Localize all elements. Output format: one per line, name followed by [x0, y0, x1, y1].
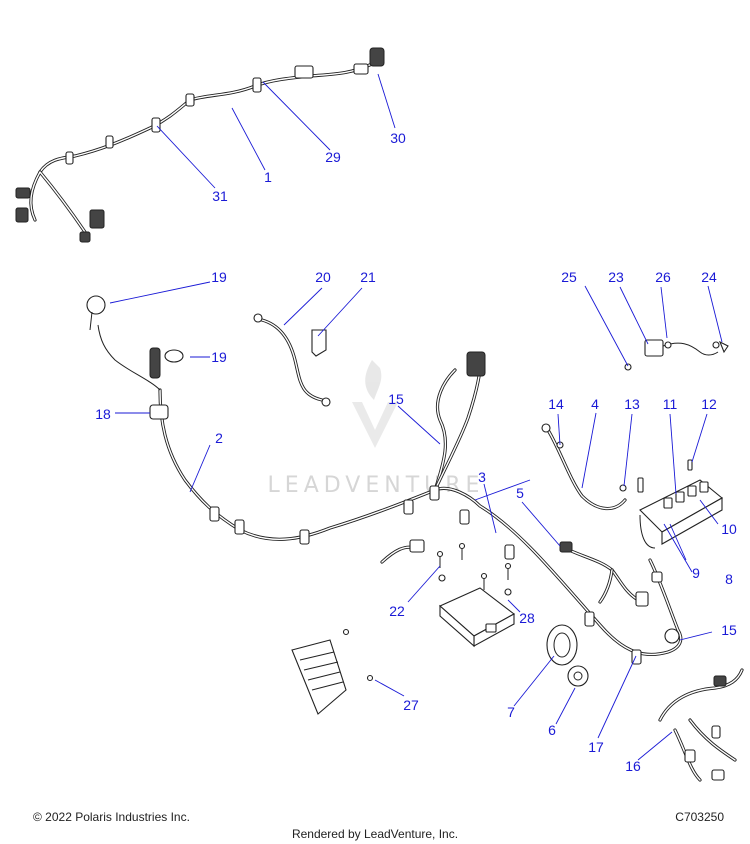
harness-16	[658, 668, 744, 782]
callout-3: 3	[478, 469, 486, 485]
callout-8: 8	[725, 571, 733, 587]
callout-30: 30	[390, 130, 406, 146]
leadventure-watermark: LEADVENTURE	[268, 360, 485, 498]
cable-22	[380, 539, 425, 564]
callout-7: 7	[507, 704, 515, 720]
harness-upper	[15, 47, 385, 243]
callout-19b: 19	[211, 349, 227, 365]
callout-23: 23	[608, 269, 624, 285]
callout-19a: 19	[211, 269, 227, 285]
callout-11: 11	[663, 396, 678, 412]
grommet-6	[567, 665, 589, 687]
harness-5	[559, 541, 663, 607]
callout-5: 5	[516, 485, 524, 501]
clip-29	[252, 77, 262, 93]
callout-17: 17	[588, 739, 604, 755]
callout-15a: 15	[388, 391, 404, 407]
callouts: 1 29 30 31 19 19 18 2 20 21 15 3 5 25 23…	[95, 130, 737, 774]
callout-15b: 15	[721, 622, 737, 638]
callout-28: 28	[519, 610, 535, 626]
rendered-by-notice: Rendered by LeadVenture, Inc.	[291, 827, 459, 841]
watermark-text: LEADVENTURE	[268, 473, 485, 498]
callout-18: 18	[95, 406, 111, 422]
callout-6: 6	[548, 722, 556, 738]
callout-13: 13	[624, 396, 640, 412]
callout-1: 1	[264, 169, 272, 185]
bracket-21	[311, 329, 327, 357]
callout-2: 2	[215, 430, 223, 446]
callout-16: 16	[625, 758, 641, 774]
callout-29: 29	[325, 149, 341, 165]
module-28	[436, 542, 516, 648]
cap-7	[546, 624, 578, 666]
clip-31	[151, 117, 161, 133]
watermark-logo-icon	[352, 360, 398, 448]
leader-lines	[109, 73, 723, 761]
callout-12: 12	[701, 396, 717, 412]
harness-main	[86, 295, 683, 665]
callout-21: 21	[360, 269, 376, 285]
callout-9: 9	[692, 565, 700, 581]
connector-23	[644, 339, 729, 357]
callout-27: 27	[403, 697, 419, 713]
callout-10: 10	[721, 521, 737, 537]
callout-20: 20	[315, 269, 331, 285]
callout-26: 26	[655, 269, 671, 285]
cable-20	[253, 313, 331, 407]
regulator-27	[291, 628, 374, 715]
callout-4: 4	[591, 396, 599, 412]
callout-14: 14	[548, 396, 564, 412]
callout-25: 25	[561, 269, 577, 285]
callout-24: 24	[701, 269, 717, 285]
cable-4	[541, 423, 627, 511]
callout-31: 31	[212, 188, 228, 204]
figure-id: C703250	[675, 810, 724, 824]
callout-22: 22	[389, 603, 405, 619]
fuse-box	[637, 459, 723, 549]
copyright-notice: © 2022 Polaris Industries Inc.	[33, 810, 190, 824]
